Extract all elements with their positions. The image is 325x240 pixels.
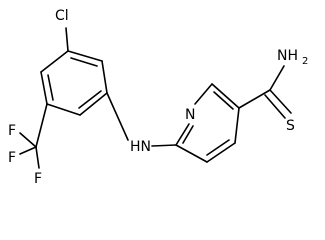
fluorine-label-1: F	[8, 123, 16, 139]
structure-diagram: Cl F F F HN N NH 2 S	[8, 8, 308, 187]
fluorine-label-3: F	[34, 171, 42, 187]
bond-c-s-1	[269, 89, 292, 114]
bond-ring-a-4	[46, 103, 81, 116]
bond-ring-b-1	[175, 123, 190, 146]
bond-ring-a-1	[67, 50, 103, 62]
bond-ring-b-6	[175, 144, 208, 163]
ring-nitrogen-label: N	[185, 107, 195, 123]
amide-nitrogen-label: NH 2	[277, 47, 308, 67]
bond-c-f2	[19, 146, 37, 155]
bond-c-f1	[19, 132, 37, 148]
amide-nh-text: NH	[277, 48, 298, 64]
bond-ring-a-double-1	[70, 57, 98, 67]
bond-ring-a-3	[79, 92, 108, 116]
bond-ring-a-double-3	[47, 74, 54, 101]
bond-c-s-2	[264, 94, 286, 119]
sulfur-label: S	[286, 118, 295, 134]
bond-ring-b-5	[206, 142, 236, 163]
bond-cl	[65, 27, 69, 52]
fluorine-label-2: F	[8, 150, 16, 166]
amide-subscript: 2	[302, 56, 308, 67]
bond-nh-ring-b	[151, 144, 177, 147]
bond-ring-b-thioamide	[238, 89, 271, 109]
bond-ring-b-double-1	[182, 125, 194, 144]
bond-c-f3	[35, 146, 40, 169]
bond-ring-b-double-3	[206, 139, 230, 156]
bond-ring-b-4	[234, 107, 240, 144]
bond-ring-b-2	[194, 83, 213, 105]
amine-link-label: HN	[130, 139, 151, 155]
bond-ring-a-6	[40, 50, 69, 73]
chlorophenyl-ring	[40, 50, 108, 116]
bond-ring-a-nh	[106, 92, 129, 141]
bond-ring-a-5	[40, 71, 48, 105]
bond-ring-a-double-2	[78, 90, 102, 109]
bond-ring-b-double-2	[213, 91, 234, 110]
pyridine-ring	[175, 83, 240, 163]
bond-ring-a-2	[101, 60, 108, 94]
bond-c-nh2	[269, 65, 285, 91]
chlorine-label: Cl	[55, 8, 69, 24]
bond-ring-b-3	[211, 83, 240, 109]
bond-cf3	[35, 103, 48, 148]
